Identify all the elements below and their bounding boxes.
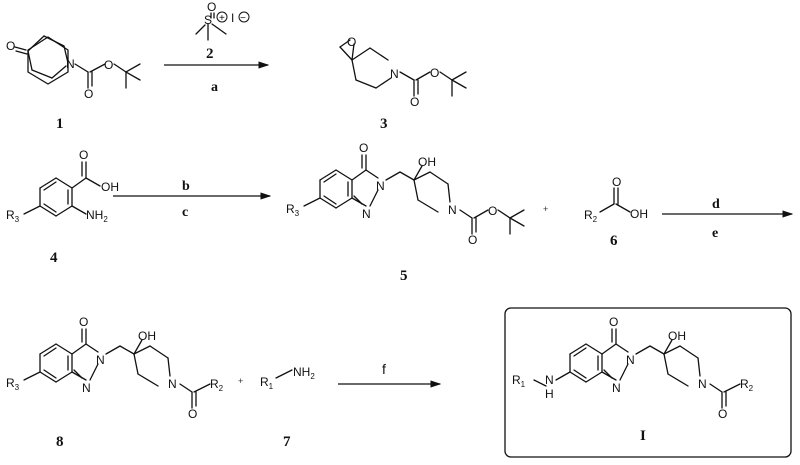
atom-n1-8: N: [82, 381, 91, 395]
atom-n3-I: N: [626, 353, 635, 367]
compound-6-structure: [599, 187, 631, 213]
atom-oh-4: OH: [101, 180, 119, 194]
atom-r3-4: R3: [6, 208, 20, 224]
atom-r3-8: R3: [6, 376, 20, 392]
atom-o-ester-1: O: [104, 58, 113, 72]
compound-8-structure: [23, 328, 211, 409]
compound-label-8: 8: [56, 434, 64, 450]
atom-r1-7: R1: [260, 375, 274, 391]
atom-oh-5: OH: [418, 155, 436, 169]
compound-7-structure: [275, 369, 293, 379]
product-frame: [504, 307, 792, 458]
atom-n-1: N: [66, 57, 75, 71]
atom-o-reagent-2: O: [207, 0, 216, 14]
atom-r2-I: R2: [740, 377, 754, 393]
atom-o-carbonyl-3: O: [410, 95, 419, 109]
compound-label-4: 4: [50, 250, 58, 266]
atom-n-3: N: [390, 67, 399, 81]
atom-o-carbonyl-I: O: [609, 315, 618, 329]
atom-o-ester-3: O: [430, 66, 439, 80]
atom-o-ketone-1: O: [6, 39, 15, 53]
step-label-e: e: [712, 226, 718, 241]
atom-i-reagent-2: I: [231, 11, 234, 25]
atom-o-amide-8: O: [188, 407, 197, 421]
atom-o-amide-I: O: [718, 407, 727, 421]
step-label-d: d: [712, 197, 720, 212]
step-label-c: c: [182, 205, 188, 220]
atom-o-ester-5: O: [488, 204, 497, 218]
atom-o-carbonyl-5: O: [359, 141, 368, 155]
atom-n-pip-I: N: [698, 377, 707, 391]
atom-oh-I: OH: [668, 329, 686, 343]
charge-minus-2: −: [240, 13, 246, 24]
compound-5-structure: [303, 154, 525, 235]
compound-4-structure: [23, 161, 101, 217]
atom-o-carbonyl-6: O: [612, 175, 621, 189]
atom-r3-5: R3: [286, 202, 300, 218]
atom-nh2-4: NH2: [86, 208, 108, 224]
compound-I-structure: [533, 328, 741, 409]
atom-r1-I: R1: [512, 373, 526, 389]
atom-r2-6: R2: [584, 208, 598, 224]
step-label-b: b: [182, 179, 190, 194]
atom-n-amine-I: N: [545, 373, 554, 387]
atom-o-acid-4: O: [79, 148, 88, 162]
compound-label-2: 2: [206, 46, 214, 62]
atom-nh2-7: NH2: [293, 365, 315, 381]
compound-3-structure: [339, 39, 467, 97]
compound-label-I: I: [640, 428, 646, 444]
charge-plus-2: +: [219, 13, 225, 24]
atom-o-carbonyl-8: O: [79, 315, 88, 329]
compound-1-structure: [14, 35, 141, 89]
atom-o-carbonyl-1: O: [84, 87, 93, 101]
atom-o-carbonyl-boc-5: O: [468, 233, 477, 247]
atom-h-amine-I: H: [545, 387, 554, 401]
compound-label-3: 3: [380, 116, 388, 132]
atom-n3-5: N: [376, 179, 385, 193]
compound-label-1: 1: [56, 116, 64, 132]
atom-n-pip-8: N: [168, 377, 177, 391]
atom-r2-8: R2: [210, 377, 224, 393]
atom-n1-5: N: [362, 207, 371, 221]
compound-label-7: 7: [283, 434, 291, 450]
atom-s-reagent-2: S: [204, 13, 212, 27]
atom-n1-I: N: [612, 381, 621, 395]
step-label-a: a: [211, 80, 218, 95]
atom-o-epoxide-3: O: [347, 35, 356, 49]
plus-sign-2: +: [238, 376, 243, 386]
atom-oh-6: OH: [630, 207, 648, 221]
atom-oh-8: OH: [138, 329, 156, 343]
atom-n3-8: N: [96, 353, 105, 367]
atom-n-pip-5: N: [448, 203, 457, 217]
step-label-f: f: [382, 361, 386, 377]
compound-label-6: 6: [610, 233, 618, 249]
reagent-2-structure: [195, 11, 250, 41]
plus-sign-1: +: [543, 204, 548, 214]
compound-label-5: 5: [400, 268, 408, 284]
